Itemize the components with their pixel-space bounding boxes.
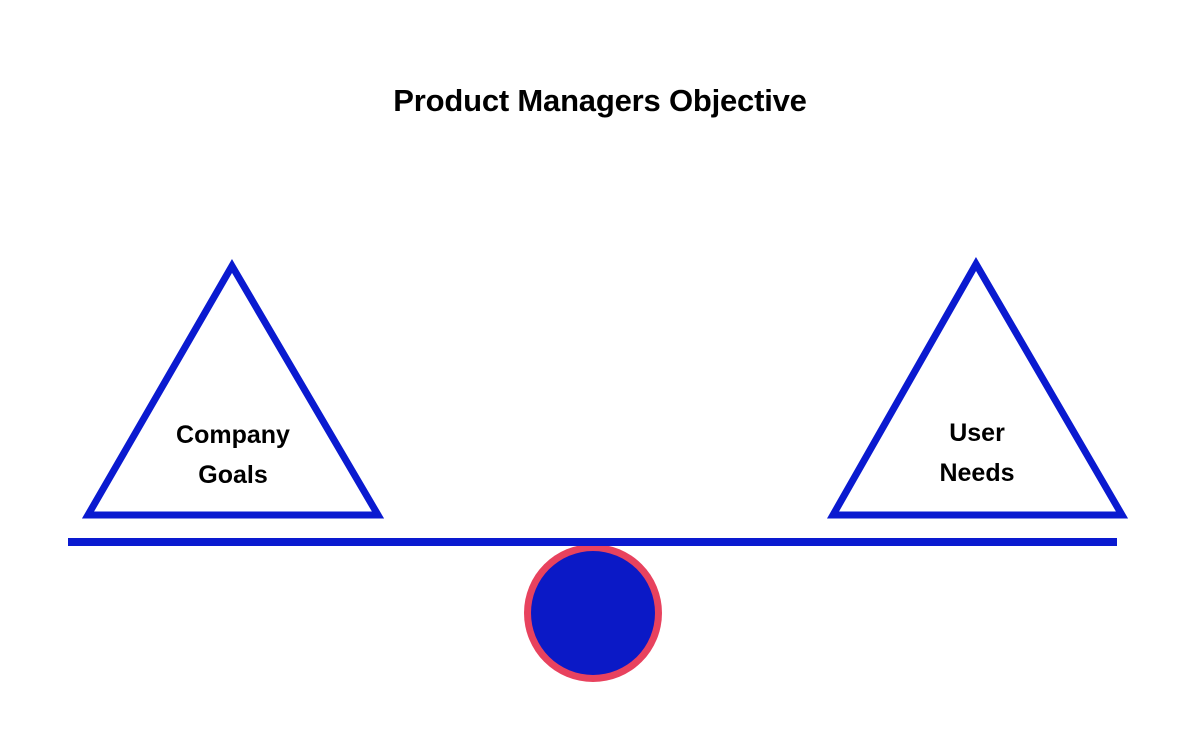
page-title: Product Managers Objective [393,83,807,118]
company-goals-label-line-1: Company [176,421,290,449]
company-goals-label: Company Goals [88,415,378,495]
company-goals-label-line-2: Goals [198,461,268,489]
balance-beam[interactable] [68,538,1117,546]
fulcrum-circle[interactable] [531,551,655,675]
user-needs-triangle[interactable] [826,256,1129,519]
user-needs-label-line-2: Needs [939,459,1015,487]
user-needs-label-line-1: User [949,419,1005,447]
user-needs-label: User Needs [832,413,1122,493]
company-goals-triangle[interactable] [81,259,385,519]
